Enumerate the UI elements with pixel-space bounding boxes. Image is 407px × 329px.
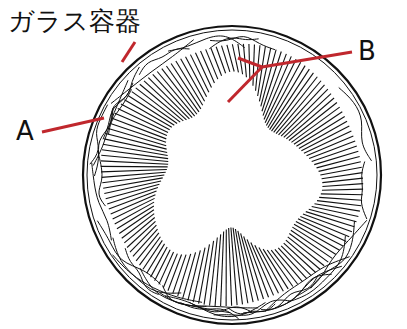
radial-fiber	[319, 197, 362, 200]
radial-fiber	[286, 240, 320, 269]
random-fiber	[113, 238, 181, 294]
radial-fiber	[322, 184, 363, 187]
radial-fiber	[289, 103, 337, 141]
random-fiber	[160, 293, 259, 308]
radial-fiber	[216, 47, 225, 74]
radial-fiber	[144, 81, 186, 120]
radial-fiber	[101, 161, 168, 164]
layer-label: B	[358, 38, 376, 64]
layer-label: A	[16, 118, 34, 144]
leader-lines	[42, 42, 352, 132]
random-fiber	[210, 37, 275, 50]
radial-fiber	[317, 157, 360, 168]
radial-fiber	[271, 250, 297, 284]
radial-fiber	[268, 66, 305, 128]
container-label: ガラス容器	[8, 8, 141, 34]
leader-line	[42, 118, 104, 132]
radial-fiber	[309, 141, 355, 159]
radial-fiber	[270, 69, 310, 129]
radial-fiber	[147, 244, 165, 273]
radial-fiber	[314, 204, 359, 211]
radial-fiber	[307, 136, 354, 156]
radial-fiber	[319, 162, 361, 172]
random-fiber	[99, 154, 106, 206]
leader-line	[122, 42, 135, 62]
radial-fiber	[148, 78, 189, 119]
radial-fiber	[115, 202, 154, 224]
radial-fiber	[153, 74, 192, 117]
radial-fiber	[284, 243, 316, 272]
radial-fiber	[110, 123, 166, 142]
radial-fiber	[232, 44, 238, 72]
glass-container-inner	[87, 30, 377, 320]
random-fiber	[111, 67, 139, 121]
radial-fiber	[139, 237, 160, 265]
radial-fiber	[226, 229, 227, 306]
leader-line	[228, 67, 262, 102]
radial-fiber	[221, 232, 224, 307]
radial-fiber	[229, 228, 232, 306]
radial-fiber	[272, 73, 314, 131]
radial-fiber	[143, 240, 162, 269]
radial-fiber	[241, 233, 259, 300]
radial-fiber	[281, 246, 311, 276]
radial-fiber	[101, 166, 168, 168]
random-fiber	[361, 162, 366, 220]
random-fiber	[209, 38, 258, 49]
radial-fiber	[322, 189, 363, 190]
radial-fiber	[157, 71, 194, 116]
radial-fiber	[300, 216, 349, 236]
random-fibers	[90, 36, 372, 319]
random-fiber	[261, 275, 318, 309]
radial-fiber	[275, 249, 302, 281]
radial-fiber	[109, 191, 157, 209]
radial-fiber	[206, 49, 218, 79]
radial-fiber	[274, 77, 318, 133]
radial-fiber	[101, 155, 168, 161]
glass-container-outer	[83, 26, 381, 324]
random-fiber	[97, 221, 160, 285]
radial-fiber	[244, 236, 264, 299]
radial-fiber	[111, 195, 156, 214]
radial-fiber	[296, 116, 344, 146]
random-fiber	[92, 163, 112, 241]
radial-fiber	[281, 89, 328, 136]
radial-fiber	[102, 172, 166, 177]
random-fiber	[214, 300, 291, 315]
radial-fiber	[306, 212, 355, 227]
radial-fiber	[112, 118, 166, 139]
leader-line	[262, 52, 352, 67]
radial-fiber	[107, 128, 166, 145]
radial-fiber	[113, 198, 155, 219]
random-fiber	[140, 268, 230, 313]
radial-fiber	[140, 84, 184, 121]
radial-fiber	[322, 178, 363, 182]
radial-fiber	[321, 193, 363, 195]
random-fiber	[311, 221, 355, 288]
random-fiber	[163, 286, 207, 307]
leader-line	[238, 58, 262, 67]
radial-fiber	[322, 173, 363, 179]
radial-fiber	[210, 238, 218, 306]
radial-fiber	[301, 126, 349, 151]
radial-fiber	[124, 100, 171, 128]
random-fiber	[275, 274, 332, 308]
radial-fiber	[176, 61, 203, 105]
radial-fiber	[279, 85, 325, 135]
radial-fiber	[136, 233, 159, 261]
radial-fiber	[101, 170, 167, 172]
radial-fiber	[186, 57, 207, 97]
radial-fiber	[190, 55, 208, 93]
radial-fiber	[211, 48, 222, 76]
random-fiber	[228, 304, 275, 314]
radial-fiber	[231, 227, 237, 305]
radial-fiber	[278, 248, 306, 279]
